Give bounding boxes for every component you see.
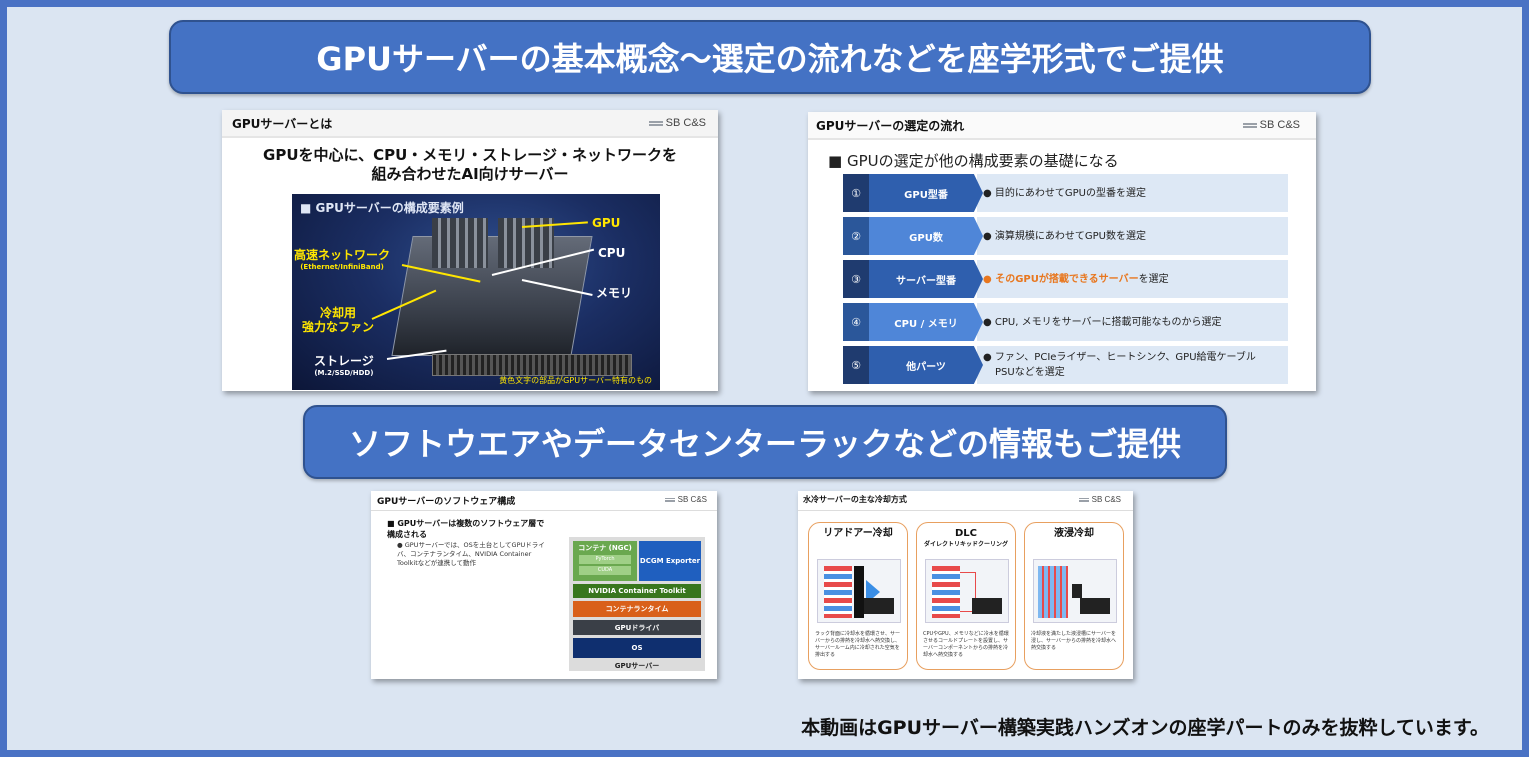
photo-note: 黄色文字の部品がGPUサーバー特有のもの [499, 376, 652, 385]
dlc-diagram [925, 559, 1009, 623]
step-number: ① [843, 174, 869, 212]
slide-sub-bullet: ● GPUサーバーでは、OSを土台としてGPUドライバ、コンテナランタイム、NV… [397, 541, 545, 567]
slide-header: 水冷サーバーの主な冷却方式 [798, 491, 1133, 511]
logo-bars-icon [648, 120, 663, 127]
step-row: ⑤ 他パーツ ● ファン、PCIeライザー、ヒートシンク、GPU給電ケーブル P… [843, 346, 1288, 384]
slide-liquid-cooling: 水冷サーバーの主な冷却方式 SB C&S リアドアー冷却 ラック背面に冷却水を循… [798, 491, 1133, 679]
label-cpu: CPU [598, 246, 626, 260]
slide-bullet: ■ GPUサーバーは複数のソフトウェア層で構成される [387, 519, 545, 539]
software-stack-diagram: コンテナ (NGC) PyTorch CUDA DCGM Exporter NV… [569, 537, 705, 671]
slide-title: GPUサーバーのソフトウェア構成 [377, 497, 516, 507]
label-fan: 冷却用 強力なファン [302, 306, 375, 334]
step-number: ⑤ [843, 346, 869, 384]
immersion-diagram [1033, 559, 1117, 623]
logo-bars-icon [1242, 122, 1257, 129]
slide-gpu-server-overview: GPUサーバーとは SB C&S GPUを中心に、CPU・メモリ・ストレージ・ネ… [222, 110, 718, 391]
storage-bays-image [432, 354, 632, 376]
step-desc: ● 目的にあわせてGPUの型番を選定 [977, 174, 1288, 212]
slide-lead: ■ GPUの選定が他の構成要素の基礎になる [828, 152, 1119, 170]
step-name: 他パーツ [869, 346, 983, 384]
panel-immersion: 液浸冷却 冷却液を満たした液浸槽にサーバーを浸し、サーバーからの排熱を冷却水へ熱… [1024, 522, 1124, 670]
slide-lead: GPUを中心に、CPU・メモリ・ストレージ・ネットワークを 組み合わせたAI向け… [263, 146, 677, 183]
slide-title: 水冷サーバーの主な冷却方式 [803, 495, 907, 504]
logo-bars-icon [664, 497, 675, 503]
top-banner: GPUサーバーの基本概念〜選定の流れなどを座学形式でご提供 [169, 20, 1371, 94]
layer-toolkit: NVIDIA Container Toolkit [573, 584, 701, 598]
slide-gpu-selection-flow: GPUサーバーの選定の流れ SB C&S ■ GPUの選定が他の構成要素の基礎に… [808, 112, 1316, 391]
layer-os: OS [573, 638, 701, 658]
step-name: CPU / メモリ [869, 303, 983, 341]
sbcs-logo: SB C&S [664, 495, 707, 504]
slide-header: GPUサーバーとは [222, 110, 718, 138]
slide-title: GPUサーバーの選定の流れ [816, 119, 965, 133]
layer-ngc: コンテナ (NGC) PyTorch CUDA [573, 541, 637, 581]
slide-header: GPUサーバーのソフトウェア構成 [371, 491, 717, 511]
step-desc: ● CPU, メモリをサーバーに搭載可能なものから選定 [977, 303, 1288, 341]
middle-banner: ソフトウエアやデータセンターラックなどの情報もご提供 [303, 405, 1227, 479]
layer-driver: GPUドライバ [573, 620, 701, 635]
layer-dcgm: DCGM Exporter [639, 541, 701, 581]
step-name: サーバー型番 [869, 260, 983, 298]
sbcs-logo: SB C&S [1078, 495, 1121, 504]
label-storage: ストレージ (M.2/SSD/HDD) [314, 354, 374, 377]
step-desc: ● ファン、PCIeライザー、ヒートシンク、GPU給電ケーブル PSUなどを選定 [977, 346, 1288, 384]
photo-title: ■ GPUサーバーの構成要素例 [300, 201, 464, 215]
gpu-cards-image [432, 218, 488, 268]
server-photo: ■ GPUサーバーの構成要素例 GPU CPU メモリ 高速ネットワーク (Et… [292, 194, 660, 390]
label-network: 高速ネットワーク (Ethernet/InfiniBand) [294, 248, 391, 271]
footer-note: 本動画はGPUサーバー構築実践ハンズオンの座学パートのみを抜粋しています。 [801, 717, 1489, 739]
panel-rear-door: リアドアー冷却 ラック背面に冷却水を循環させ、サーバーからの排熱を冷却水へ熱交換… [808, 522, 908, 670]
step-desc-highlight: ● そのGPUが搭載できるサーバー [983, 273, 1139, 285]
selection-steps: ① GPU型番 ● 目的にあわせてGPUの型番を選定 ② GPU数 ● 演算規模… [843, 174, 1288, 389]
step-number: ③ [843, 260, 869, 298]
label-memory: メモリ [596, 286, 633, 300]
step-desc: ● そのGPUが搭載できるサーバーを選定 [977, 260, 1288, 298]
sbcs-logo: SB C&S [648, 117, 706, 129]
step-row: ④ CPU / メモリ ● CPU, メモリをサーバーに搭載可能なものから選定 [843, 303, 1288, 341]
layer-server: GPUサーバー [614, 662, 660, 670]
step-row: ③ サーバー型番 ● そのGPUが搭載できるサーバーを選定 [843, 260, 1288, 298]
step-row: ② GPU数 ● 演算規模にあわせてGPU数を選定 [843, 217, 1288, 255]
step-name: GPU型番 [869, 174, 983, 212]
sbcs-logo: SB C&S [1242, 119, 1300, 131]
step-number: ④ [843, 303, 869, 341]
step-desc: ● 演算規模にあわせてGPU数を選定 [977, 217, 1288, 255]
label-gpu: GPU [592, 216, 621, 230]
rear-door-diagram [817, 559, 901, 623]
slide-title: GPUサーバーとは [232, 117, 333, 131]
logo-bars-icon [1078, 497, 1089, 503]
layer-runtime: コンテナランタイム [573, 601, 701, 617]
slide-header: GPUサーバーの選定の流れ [808, 112, 1316, 140]
step-row: ① GPU型番 ● 目的にあわせてGPUの型番を選定 [843, 174, 1288, 212]
step-number: ② [843, 217, 869, 255]
step-name: GPU数 [869, 217, 983, 255]
slide-software-stack: GPUサーバーのソフトウェア構成 SB C&S ■ GPUサーバーは複数のソフト… [371, 491, 717, 679]
